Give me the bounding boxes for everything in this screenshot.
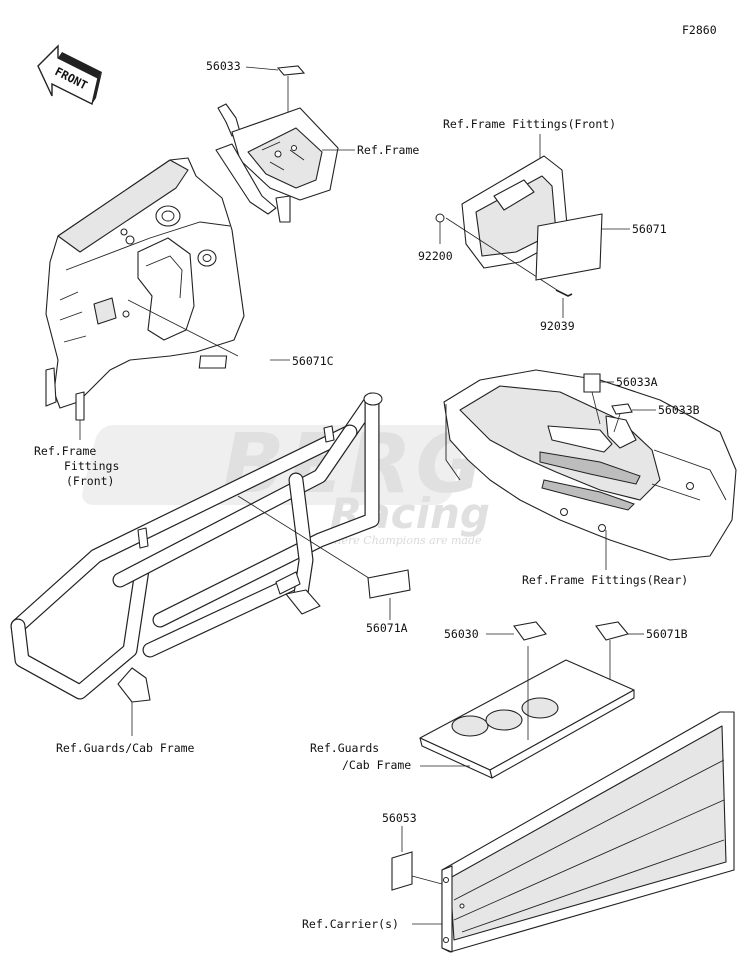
sticker-56053 [391,851,413,891]
sticker-56033A [583,373,601,393]
label-ref-ff-front-top: Ref.Frame Fittings(Front) [443,117,616,131]
label-56071C: 56071C [292,354,334,368]
figure-code: F2860 [682,23,717,37]
label-ref-frame: Ref.Frame [357,143,419,157]
label-92200: 92200 [418,249,453,263]
label-ref-guards-cab-frame: Ref.Guards/Cab Frame [56,741,195,755]
carrier-side-panel [411,711,735,953]
label-ref-guards-2-1: Ref.Guards [310,741,379,755]
label-ref-guards-2-2: /Cab Frame [342,758,411,772]
label-ref-ff-rear: Ref.Frame Fittings(Rear) [522,573,688,587]
watermark-tagline: where Champions are made [325,534,482,547]
sticker-56033 [276,65,306,76]
label-ref-carriers: Ref.Carrier(s) [302,917,399,931]
cab-frame-tubes [10,392,383,703]
label-56071B: 56071B [646,627,688,641]
frame-bracket [215,65,355,223]
label-92039: 92039 [540,319,575,333]
sticker-56033B [611,403,633,415]
label-56030: 56030 [444,627,479,641]
rear-fender-panel [443,369,737,561]
bolt-92200 [435,213,445,223]
clip-92039 [555,289,573,297]
label-56071A: 56071A [366,621,408,635]
front-arrow-icon: FRONT [37,44,102,106]
label-ref-ff-front-1: Ref.Frame [34,444,96,458]
sticker-56030 [513,621,547,641]
sticker-56071B [595,621,629,641]
label-56033: 56033 [206,59,241,73]
sticker-56071 [535,213,603,281]
sticker-56071A [367,569,411,599]
label-56033A: 56033A [616,375,658,389]
label-ref-ff-front-3: (Front) [66,474,114,488]
front-dash-panel [45,157,245,421]
floor-plate [419,640,635,779]
label-ref-ff-front-2: Fittings [64,459,119,473]
label-56033B: 56033B [658,403,700,417]
label-56071: 56071 [632,222,667,236]
label-56053: 56053 [382,811,417,825]
sticker-56071C [198,355,228,369]
